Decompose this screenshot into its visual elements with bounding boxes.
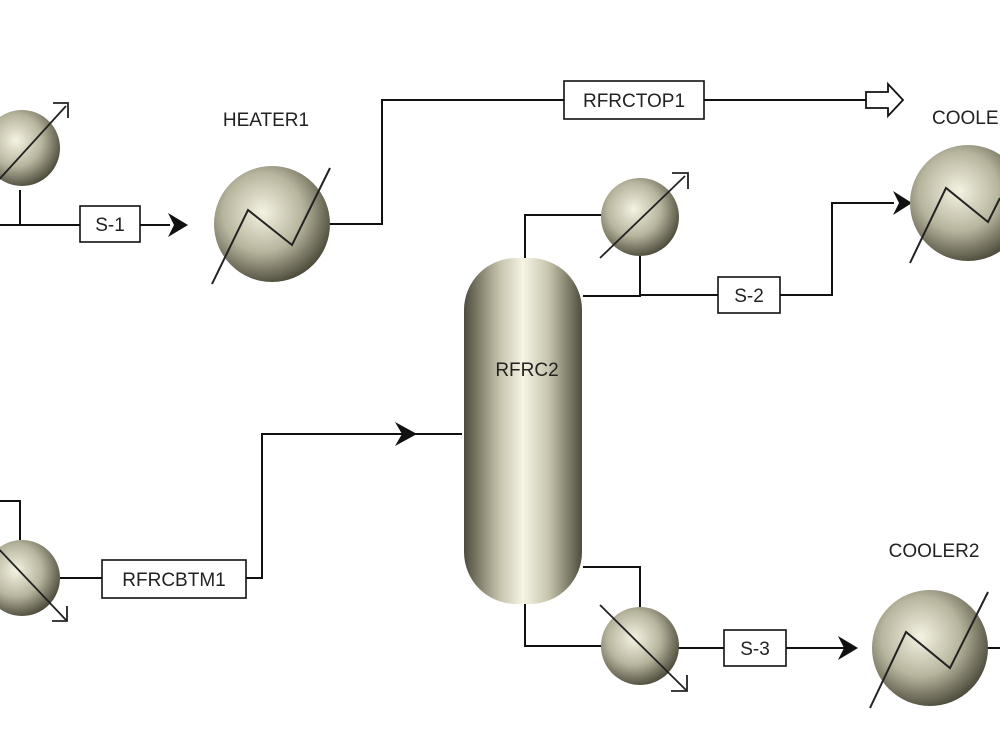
reboiler-icon[interactable]: [599, 604, 688, 692]
stream-tag-s2-text: S-2: [734, 286, 764, 307]
stream-tag-rfrctop1[interactable]: RFRCTOP1: [563, 80, 705, 120]
stream-tag-rfrcbtm1[interactable]: RFRCBTM1: [101, 559, 247, 599]
stream-tag-rfrcbtm1-text: RFRCBTM1: [122, 570, 225, 591]
left-exchanger-top-icon[interactable]: [0, 102, 69, 186]
stream-tag-s1-text: S-1: [95, 215, 125, 236]
stream-tag-s2[interactable]: S-2: [717, 276, 781, 314]
heater1-label: HEATER1: [223, 110, 309, 131]
stream-rfrcbtm1-line[interactable]: [60, 422, 462, 579]
stream-left-bottom-line[interactable]: [0, 500, 21, 540]
rfrc2-label: RFRC2: [495, 360, 558, 381]
condenser-icon[interactable]: [599, 172, 689, 259]
left-exchanger-bottom-icon[interactable]: [0, 540, 68, 622]
cooler1-label: COOLE: [932, 108, 999, 129]
stream-tag-s3[interactable]: S-3: [723, 629, 787, 667]
product-arrow-icon: [865, 81, 905, 119]
stream-bottom-reboil-line[interactable]: [524, 566, 641, 647]
stream-tag-s3-text: S-3: [740, 639, 770, 660]
rfrc2-column[interactable]: [464, 258, 582, 604]
cooler2-block[interactable]: [869, 590, 989, 709]
cooler1-block[interactable]: [909, 145, 1000, 264]
heater1-block[interactable]: [211, 166, 331, 285]
cooler2-label: COOLER2: [889, 541, 980, 562]
stream-tag-rfrctop1-text: RFRCTOP1: [583, 91, 685, 112]
stream-tag-s1[interactable]: S-1: [79, 205, 141, 243]
